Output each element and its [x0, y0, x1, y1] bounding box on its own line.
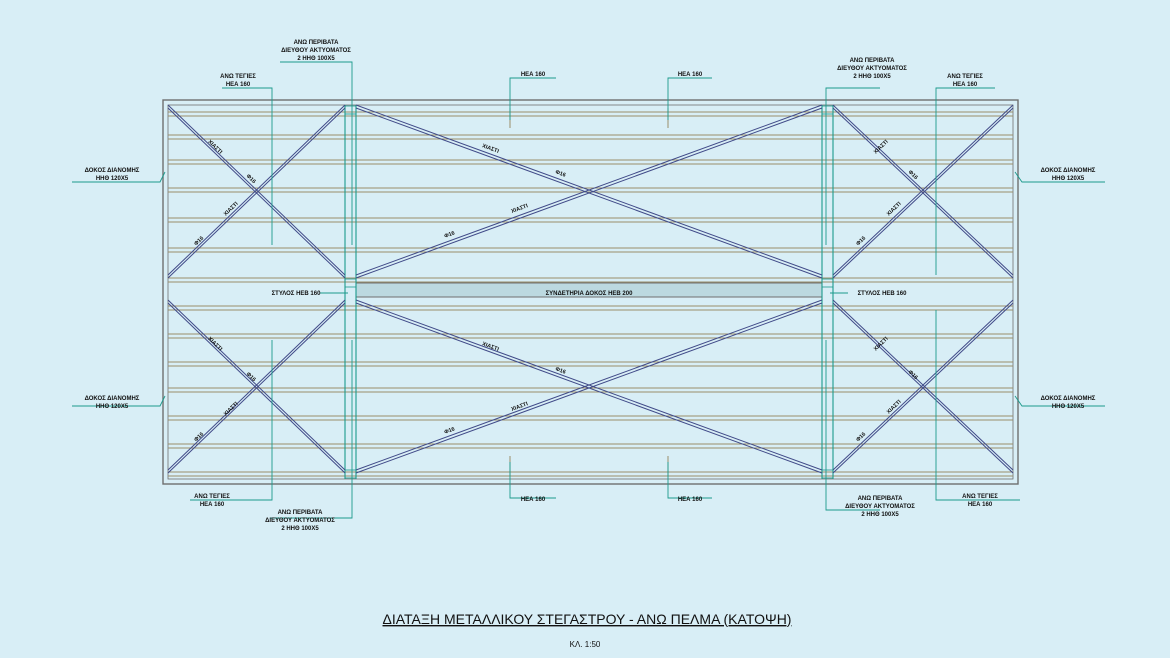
brace-annotation-13: ΧΙΑΣΤΙ — [206, 336, 223, 353]
leader-bottom-right-ties — [935, 310, 1020, 501]
drawing-scale: ΚΛ. 1:50 — [570, 640, 601, 649]
label-top-right-bracing-line-2: ΔΙΕΥΘΟΥ ΑΚΤΥΟΜΑΤΟΣ — [837, 66, 907, 72]
column-cap-2-3 — [821, 469, 834, 479]
label-bottom-mid-left: ΗΕΑ 160 — [521, 497, 546, 503]
column-cap-1-2 — [344, 278, 357, 288]
leader-bottom-right-bracing — [825, 340, 880, 511]
brace-left-lower-2-a — [167, 299, 346, 471]
brace-annotation-4: Φ16 — [193, 235, 205, 247]
brace-annotation-5: ΧΙΑΣΤΙ — [481, 143, 500, 155]
label-bottom-right-ties-line-2: ΗΕΑ 160 — [968, 502, 993, 508]
label-right-lower-purlin-line-2: ΗΗΘ 120Χ5 — [1052, 404, 1085, 410]
leader-top-mid-right — [667, 77, 712, 120]
brace-right-upper-2-a — [832, 104, 1014, 276]
frame-inner — [167, 104, 1014, 480]
leader-top-mid-left — [509, 77, 556, 120]
brace-annotation-9: ΧΙΑΣΤΙ — [873, 139, 890, 156]
leader-top-left-ties — [222, 87, 273, 245]
frame-outer — [162, 99, 1019, 485]
label-top-right-ties-line-1: ΑΝΩ ΤΕΓΙΕΣ — [947, 74, 983, 80]
leader-top-left-bracing — [280, 61, 353, 245]
brace-annotation-23: ΧΙΑΣΤΙ — [886, 399, 903, 416]
label-top-left-bracing-line-3: 2 ΗΗΘ 100Χ5 — [297, 56, 335, 62]
brace-annotation-8: Φ16 — [444, 230, 456, 239]
brace-annotation-15: ΧΙΑΣΤΙ — [223, 401, 240, 418]
label-bottom-left-ties-line-2: ΗΕΑ 160 — [200, 502, 225, 508]
leader-bottom-left-ties — [190, 340, 273, 501]
leader-right-upper-purlin — [1014, 171, 1105, 183]
column-cap-1-3 — [344, 469, 357, 479]
label-top-mid-left: ΗΕΑ 160 — [521, 72, 546, 78]
leader-left-lower-purlin — [72, 395, 166, 407]
label-right-upper-purlin-line-2: ΗΗΘ 120Χ5 — [1052, 176, 1085, 182]
drawing-title: ΔΙΑΤΑΞΗ ΜΕΤΑΛΛΙΚΟΥ ΣΤΕΓΑΣΤΡΟΥ - ΑΝΩ ΠΕΛΜ… — [383, 611, 792, 627]
label-left-upper-purlin-line-1: ΔΟΚΟΣ ΔΙΑΝΟΜΗΣ — [85, 168, 140, 174]
brace-right-lower-2-a — [832, 299, 1014, 471]
brace-annotation-16: Φ16 — [193, 431, 205, 443]
column-cap-2-1 — [821, 105, 834, 115]
leader-bottom-mid-right — [667, 462, 712, 499]
brace-annotation-6: Φ16 — [554, 169, 566, 178]
leader-left-upper-purlin — [72, 171, 166, 183]
brace-left-lower-2-b — [167, 302, 346, 474]
label-top-right-bracing-line-3: 2 ΗΗΘ 100Χ5 — [853, 74, 891, 80]
leader-bottom-left-bracing — [270, 340, 353, 519]
column-cap-2-2 — [821, 278, 834, 288]
brace-annotation-22: Φ16 — [907, 369, 919, 381]
brace-center-lower-2-a — [355, 299, 823, 471]
label-top-left-ties-line-1: ΑΝΩ ΤΕΓΙΕΣ — [220, 74, 256, 80]
brace-annotation-18: Φ16 — [554, 366, 566, 375]
label-left-upper-purlin-line-2: ΗΗΘ 120Χ5 — [96, 176, 129, 182]
brace-right-lower-2-b — [832, 302, 1014, 474]
structure-layer — [162, 99, 1019, 485]
brace-annotation-14: Φ16 — [245, 371, 257, 383]
brace-annotation-20: Φ16 — [444, 426, 456, 435]
label-left-lower-purlin-line-2: ΗΗΘ 120Χ5 — [96, 404, 129, 410]
brace-center-upper-2-b — [355, 107, 823, 279]
brace-annotation-2: Φ16 — [245, 173, 257, 185]
brace-annotation-24: Φ16 — [855, 431, 867, 443]
label-right-upper-purlin-line-1: ΔΟΚΟΣ ΔΙΑΝΟΜΗΣ — [1041, 168, 1096, 174]
brace-right-upper-2-b — [832, 107, 1014, 279]
label-bottom-left-ties-line-1: ΑΝΩ ΤΕΓΙΕΣ — [194, 494, 230, 500]
brace-annotation-12: Φ16 — [855, 235, 867, 247]
leader-right-lower-purlin — [1014, 395, 1105, 407]
brace-annotation-7: ΧΙΑΣΤΙ — [510, 203, 529, 215]
brace-left-upper-2-b — [167, 107, 346, 279]
leader-top-right-bracing — [825, 87, 880, 245]
label-top-left-ties-line-2: ΗΕΑ 160 — [226, 82, 251, 88]
leader-bottom-mid-left — [509, 462, 556, 499]
label-top-mid-right: ΗΕΑ 160 — [678, 72, 703, 78]
label-left-lower-purlin-line-1: ΔΟΚΟΣ ΔΙΑΝΟΜΗΣ — [85, 396, 140, 402]
label-bottom-left-bracing-line-3: 2 ΗΗΘ 100Χ5 — [281, 526, 319, 532]
label-bottom-left-bracing-line-1: ΑΝΩ ΠΕΡΙΒΑΤΑ — [278, 510, 324, 516]
leader-layer — [72, 61, 1105, 519]
label-bottom-left-bracing-line-2: ΔΙΕΥΘΟΥ ΑΚΤΥΟΜΑΤΟΣ — [265, 518, 335, 524]
brace-annotation-3: ΧΙΑΣΤΙ — [223, 201, 240, 218]
label-bottom-right-bracing-line-2: ΔΙΕΥΘΟΥ ΑΚΤΥΟΜΑΤΟΣ — [845, 504, 915, 510]
label-bottom-right-ties-line-1: ΑΝΩ ΤΕΓΙΕΣ — [962, 494, 998, 500]
label-top-right-ties-line-2: ΗΕΑ 160 — [953, 82, 978, 88]
brace-annotation-10: Φ16 — [907, 169, 919, 181]
leader-top-right-ties — [935, 87, 995, 275]
brace-center-lower-2-b — [355, 302, 823, 474]
label-column-left: ΣΤΥΛΟΣ ΗΕΒ 160 — [272, 291, 322, 297]
label-center-tie-beam: ΣΥΝΔΕΤΗΡΙΑ ΔΟΚΟΣ ΗΕΒ 200 — [546, 291, 634, 297]
label-top-left-bracing-line-2: ΔΙΕΥΘΟΥ ΑΚΤΥΟΜΑΤΟΣ — [281, 48, 351, 54]
brace-left-upper-2-a — [167, 104, 346, 276]
label-top-right-bracing-line-1: ΑΝΩ ΠΕΡΙΒΑΤΑ — [850, 58, 896, 64]
label-bottom-mid-right: ΗΕΑ 160 — [678, 497, 703, 503]
brace-annotation-19: ΧΙΑΣΤΙ — [510, 401, 529, 413]
label-bottom-right-bracing-line-1: ΑΝΩ ΠΕΡΙΒΑΤΑ — [858, 496, 904, 502]
label-right-lower-purlin-line-1: ΔΟΚΟΣ ΔΙΑΝΟΜΗΣ — [1041, 396, 1096, 402]
column-cap-1-1 — [344, 105, 357, 115]
label-top-left-bracing-line-1: ΑΝΩ ΠΕΡΙΒΑΤΑ — [294, 40, 340, 46]
brace-center-upper-2-a — [355, 104, 823, 276]
brace-annotation-17: ΧΙΑΣΤΙ — [481, 341, 500, 353]
label-bottom-right-bracing-line-3: 2 ΗΗΘ 100Χ5 — [861, 512, 899, 518]
label-column-right: ΣΤΥΛΟΣ ΗΕΒ 160 — [858, 291, 908, 297]
